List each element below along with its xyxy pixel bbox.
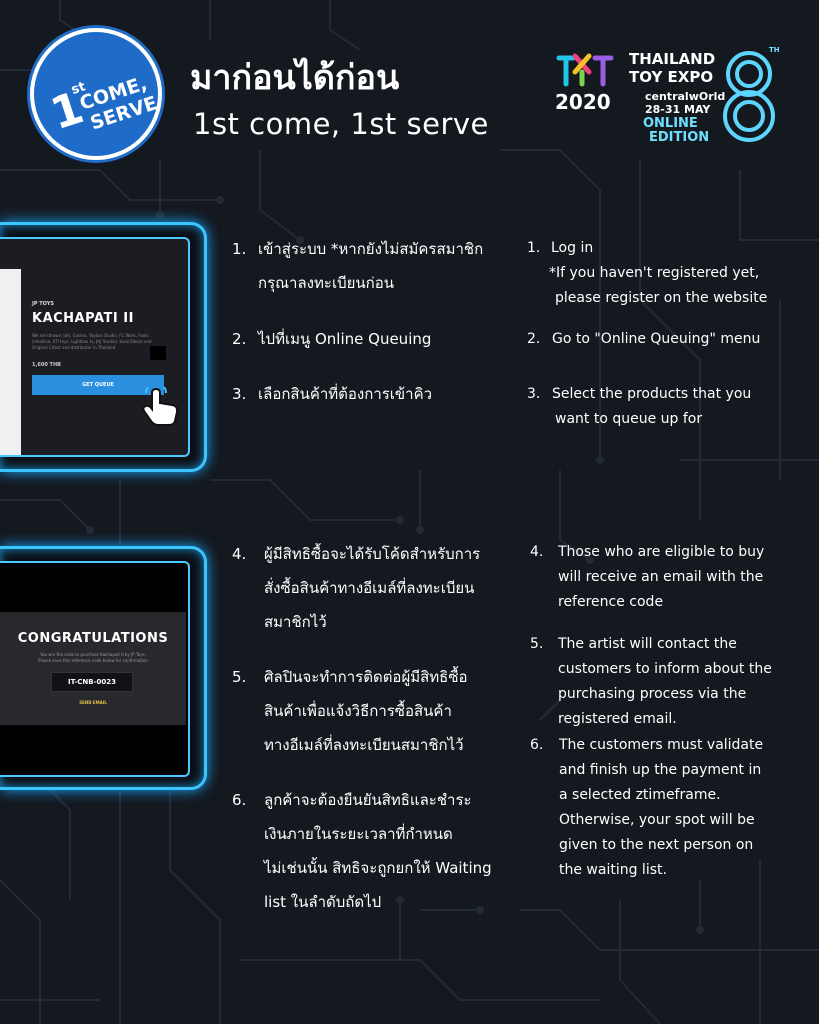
confirmation-line-2: Please save this reference code below fo… xyxy=(38,658,148,663)
logo-year: 2020 xyxy=(555,90,611,114)
step-en-6-line: the waiting list. xyxy=(559,862,667,878)
step-en-1-line: Log in xyxy=(551,240,594,256)
confirmation-line-1: You win the code to purchase Kachapati I… xyxy=(40,652,146,657)
pointer-hand-icon xyxy=(142,387,179,426)
step-en-4-line: reference code xyxy=(558,594,664,610)
step-th-5-line: สินค้าเพื่อแจ้งวิธีการซื้อสินค้า xyxy=(264,702,452,720)
step-th-1-line: เข้าสู่ระบบ *หากยังไม่สมัครสมาชิก xyxy=(258,240,484,258)
page-title-english: 1st come, 1st serve xyxy=(193,107,489,141)
page-title-thai: มาก่อนได้ก่อน xyxy=(190,58,400,98)
step-en-4-line: Those who are eligible to buy xyxy=(558,544,765,560)
step-en-5-line: registered email. xyxy=(558,711,677,727)
congratulations-title: CONGRATULATIONS xyxy=(17,631,169,646)
step-th-1: 1. เข้าสู่ระบบ *หากยังไม่สมัครสมาชิก กรุ… xyxy=(232,232,483,300)
step-en-4: 4. Those who are eligible to buy will re… xyxy=(530,540,764,615)
step-th-4-line: สั่งซื้อสินค้าทางอีเมล์ที่ลงทะเบียน xyxy=(264,579,475,597)
step-en-1-line: please register on the website xyxy=(555,290,768,306)
product-name: KACHAPATI II xyxy=(32,311,134,326)
step-en-6: 6. The customers must validate and finis… xyxy=(530,733,763,883)
product-price: 1,600 THB xyxy=(32,362,61,368)
reference-code: IT-CNB-0023 xyxy=(51,672,133,692)
get-queue-button[interactable]: GET QUEUE xyxy=(32,375,164,395)
thailand-toy-expo-logo: THAILAND TOY EXPO 2020 centralwOrld 28-3… xyxy=(553,46,783,156)
first-come-badge: 1 st COME, SERVE xyxy=(30,28,162,160)
step-th-6: 6. ลูกค้าจะต้องยืนยันสิทธิและชำระ เงินภา… xyxy=(232,783,492,919)
logo-dates: 28-31 MAY xyxy=(645,103,711,116)
step-en-5-line: customers to inform about the xyxy=(558,661,772,677)
product-image xyxy=(0,269,21,455)
step-en-5-line: The artist will contact the xyxy=(558,636,737,652)
product-screenshot: JP TOYS KACHAPATI II We are thrown (all)… xyxy=(0,237,190,457)
logo-edition: EDITION xyxy=(649,130,710,145)
step-en-5-line: purchasing process via the xyxy=(558,686,747,702)
step-th-6-line: list ในลำดับถัดไป xyxy=(264,893,382,911)
product-brand: JP TOYS xyxy=(32,301,54,307)
step-en-6-line: The customers must validate xyxy=(559,737,764,753)
logo-venue: centralwOrld xyxy=(645,90,726,103)
device-frame-confirmation: CONGRATULATIONS You win the code to purc… xyxy=(0,546,207,790)
send-email-link[interactable]: SEND EMAIL xyxy=(79,700,107,705)
step-en-6-line: Otherwise, your spot will be xyxy=(559,812,755,828)
logo-thailand: THAILAND xyxy=(629,50,716,68)
logo-online: ONLINE xyxy=(643,116,698,131)
step-en-1: 1. Log in *If you haven't registered yet… xyxy=(527,236,767,311)
step-th-4-line: สมาชิกไว้ xyxy=(264,613,327,631)
step-th-3: 3. เลือกสินค้าที่ต้องการเข้าคิว xyxy=(232,377,432,411)
confirmation-panel xyxy=(0,612,186,725)
product-description: We are thrown (all), Cosmo, Toybox Studi… xyxy=(32,333,152,350)
step-th-3-line: เลือกสินค้าที่ต้องการเข้าคิว xyxy=(258,385,433,403)
step-en-6-line: given to the next person on xyxy=(559,837,754,853)
step-en-5: 5. The artist will contact the customers… xyxy=(530,632,772,732)
step-th-6-line: ลูกค้าจะต้องยืนยันสิทธิและชำระ xyxy=(264,791,472,809)
device-frame-product: JP TOYS KACHAPATI II We are thrown (all)… xyxy=(0,222,207,472)
confirmation-message: You win the code to purchase Kachapati I… xyxy=(20,652,166,664)
eighth-edition-icon xyxy=(723,51,775,142)
step-en-6-line: a selected ztimeframe. xyxy=(559,787,721,803)
step-th-2: 2. ไปที่เมนู Online Queuing xyxy=(232,322,431,356)
step-en-3: 3. Select the products that you want to … xyxy=(527,382,751,432)
step-th-5: 5. ศิลปินจะทำการติดต่อผู้มีสิทธิซื้อ สิน… xyxy=(232,660,468,762)
step-th-4: 4. ผู้มีสิทธิซื้อจะได้รับโค้ดสำหรับการ ส… xyxy=(232,537,480,639)
toy-expo-mark-icon xyxy=(556,53,614,87)
confirmation-screenshot: CONGRATULATIONS You win the code to purc… xyxy=(0,561,190,777)
step-th-1-line: กรุณาลงทะเบียนก่อน xyxy=(258,274,394,292)
step-en-2: 2. Go to "Online Queuing" menu xyxy=(527,327,760,352)
step-en-1-line: *If you haven't registered yet, xyxy=(549,265,760,281)
step-th-6-line: เงินภายในระยะเวลาที่กำหนด xyxy=(264,825,453,843)
step-en-6-line: and finish up the payment in xyxy=(559,762,762,778)
step-th-4-line: ผู้มีสิทธิซื้อจะได้รับโค้ดสำหรับการ xyxy=(264,545,481,563)
step-en-3-line: Select the products that you xyxy=(552,386,752,402)
logo-th-suffix: TH xyxy=(769,46,780,54)
step-en-3-line: want to queue up for xyxy=(555,411,703,427)
step-th-6-line: ไม่เช่นนั้น สิทธิจะถูกยกให้ Waiting xyxy=(264,859,492,877)
logo-toy-expo: TOY EXPO xyxy=(629,68,714,86)
step-en-2-line: Go to "Online Queuing" menu xyxy=(552,331,761,347)
step-th-5-line: ศิลปินจะทำการติดต่อผู้มีสิทธิซื้อ xyxy=(264,668,468,686)
step-th-2-line: ไปที่เมนู Online Queuing xyxy=(258,330,432,348)
step-en-4-line: will receive an email with the xyxy=(558,569,764,585)
step-th-5-line: ทางอีเมล์ที่ลงทะเบียนสมาชิกไว้ xyxy=(264,736,464,754)
product-swatch xyxy=(150,346,166,360)
